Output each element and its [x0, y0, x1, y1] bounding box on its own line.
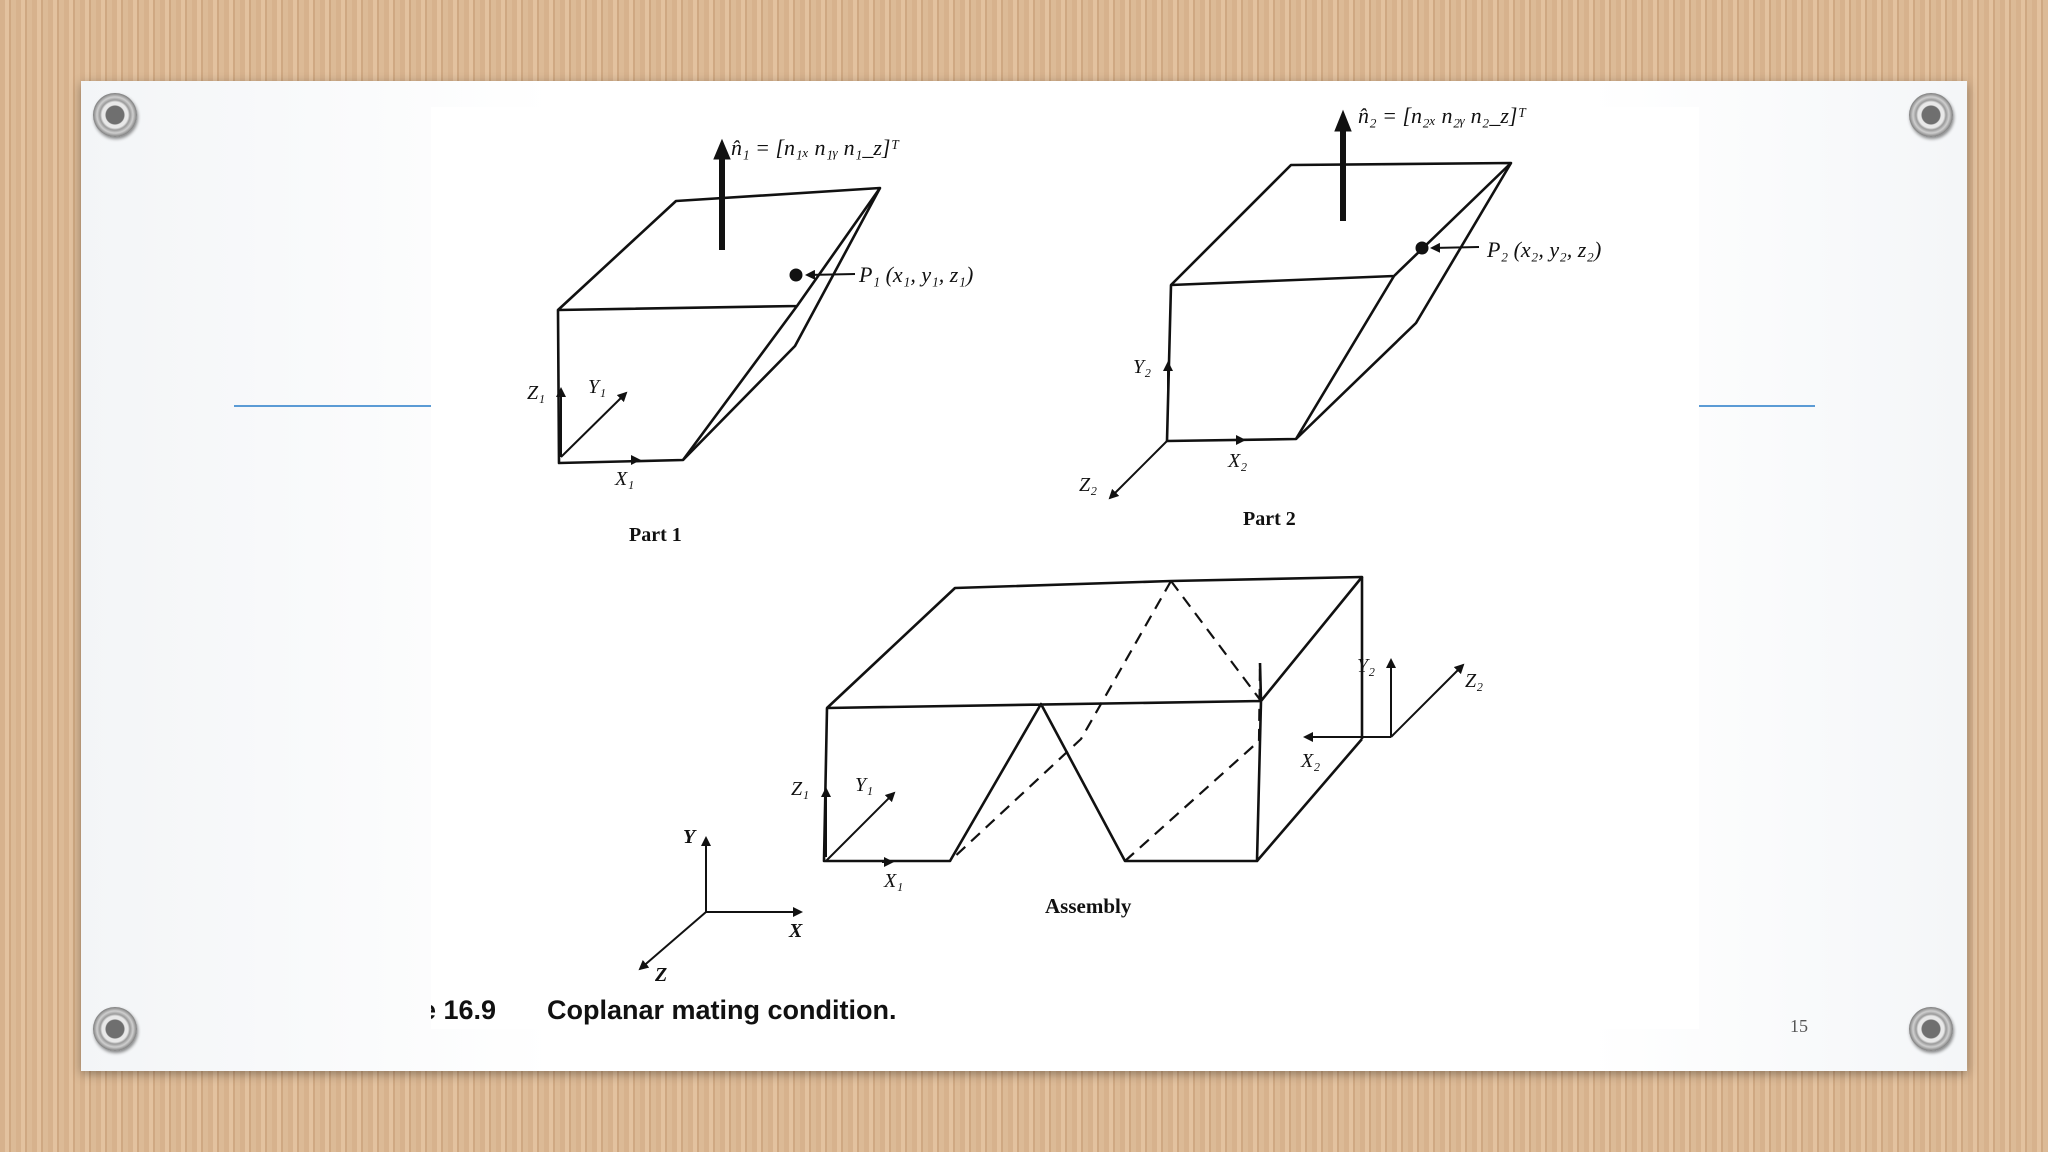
grommet-icon [1909, 93, 1953, 137]
axis-label-x2: X₂ [1227, 450, 1247, 472]
global-axis-z: Z [654, 964, 667, 986]
assembly-axis-x2: X₂ [1300, 750, 1320, 772]
point-label-p1: P₁ (x₁, y₁, z₁) [858, 262, 973, 287]
axis-label-z2: Z₂ [1079, 474, 1097, 496]
arrowhead-icon [1334, 109, 1352, 132]
title-rule-right [1699, 405, 1815, 407]
assembly-caption: Assembly [1045, 894, 1132, 918]
figure-image: n̂₁ = [n₁ₓ n₁ᵧ n₁_z]ᵀ P₁ (x₁, y₁, z₁) Z₁… [431, 107, 1699, 1029]
grommet-icon [93, 1007, 137, 1051]
assembly-hidden-edges [949, 580, 1262, 862]
point-p2 [1415, 241, 1429, 255]
page-number: 15 [1790, 1016, 1808, 1036]
grommet-icon [93, 93, 137, 137]
arrowhead-icon [713, 138, 731, 160]
assembly-axis-z1: Z₁ [791, 778, 809, 800]
global-axis-y: Y [683, 826, 697, 848]
normal-label-part2: n̂₂ = [n₂ₓ n₂ᵧ n₂_z]ᵀ [1358, 107, 1526, 128]
title-rule-left [234, 405, 510, 407]
axis-label-z1: Z₁ [527, 382, 545, 404]
grommet-icon [1909, 1007, 1953, 1051]
part2-block [1165, 161, 1513, 443]
normal-label-part1: n̂₁ = [n₁ₓ n₁ᵧ n₁_z]ᵀ [731, 135, 899, 160]
global-axis-x: X [788, 920, 803, 942]
axis-label-y2: Y₂ [1133, 356, 1151, 378]
assembly-axis-y2: Y₂ [1357, 655, 1375, 677]
figure-caption-number: e 16.9 [431, 995, 496, 1025]
point-label-p2: P₂ (x₂, y₂, z₂) [1486, 237, 1601, 262]
point-p1 [789, 268, 803, 282]
part2-caption: Part 2 [1243, 508, 1296, 530]
assembly-axis-y1: Y₁ [855, 774, 873, 796]
part1-caption: Part 1 [629, 524, 682, 546]
part1-block [556, 186, 882, 465]
assembly-block [822, 575, 1364, 863]
assembly-axis-z2: Z₂ [1465, 670, 1483, 692]
assembly-axis-x1: X₁ [883, 870, 903, 892]
coplanar-mating-diagram: n̂₁ = [n₁ₓ n₁ᵧ n₁_z]ᵀ P₁ (x₁, y₁, z₁) Z₁… [431, 107, 1601, 1025]
axis-label-x1: X₁ [614, 468, 634, 490]
axis-label-y1: Y₁ [588, 376, 606, 398]
figure-caption-text: Coplanar mating condition. [547, 995, 897, 1025]
